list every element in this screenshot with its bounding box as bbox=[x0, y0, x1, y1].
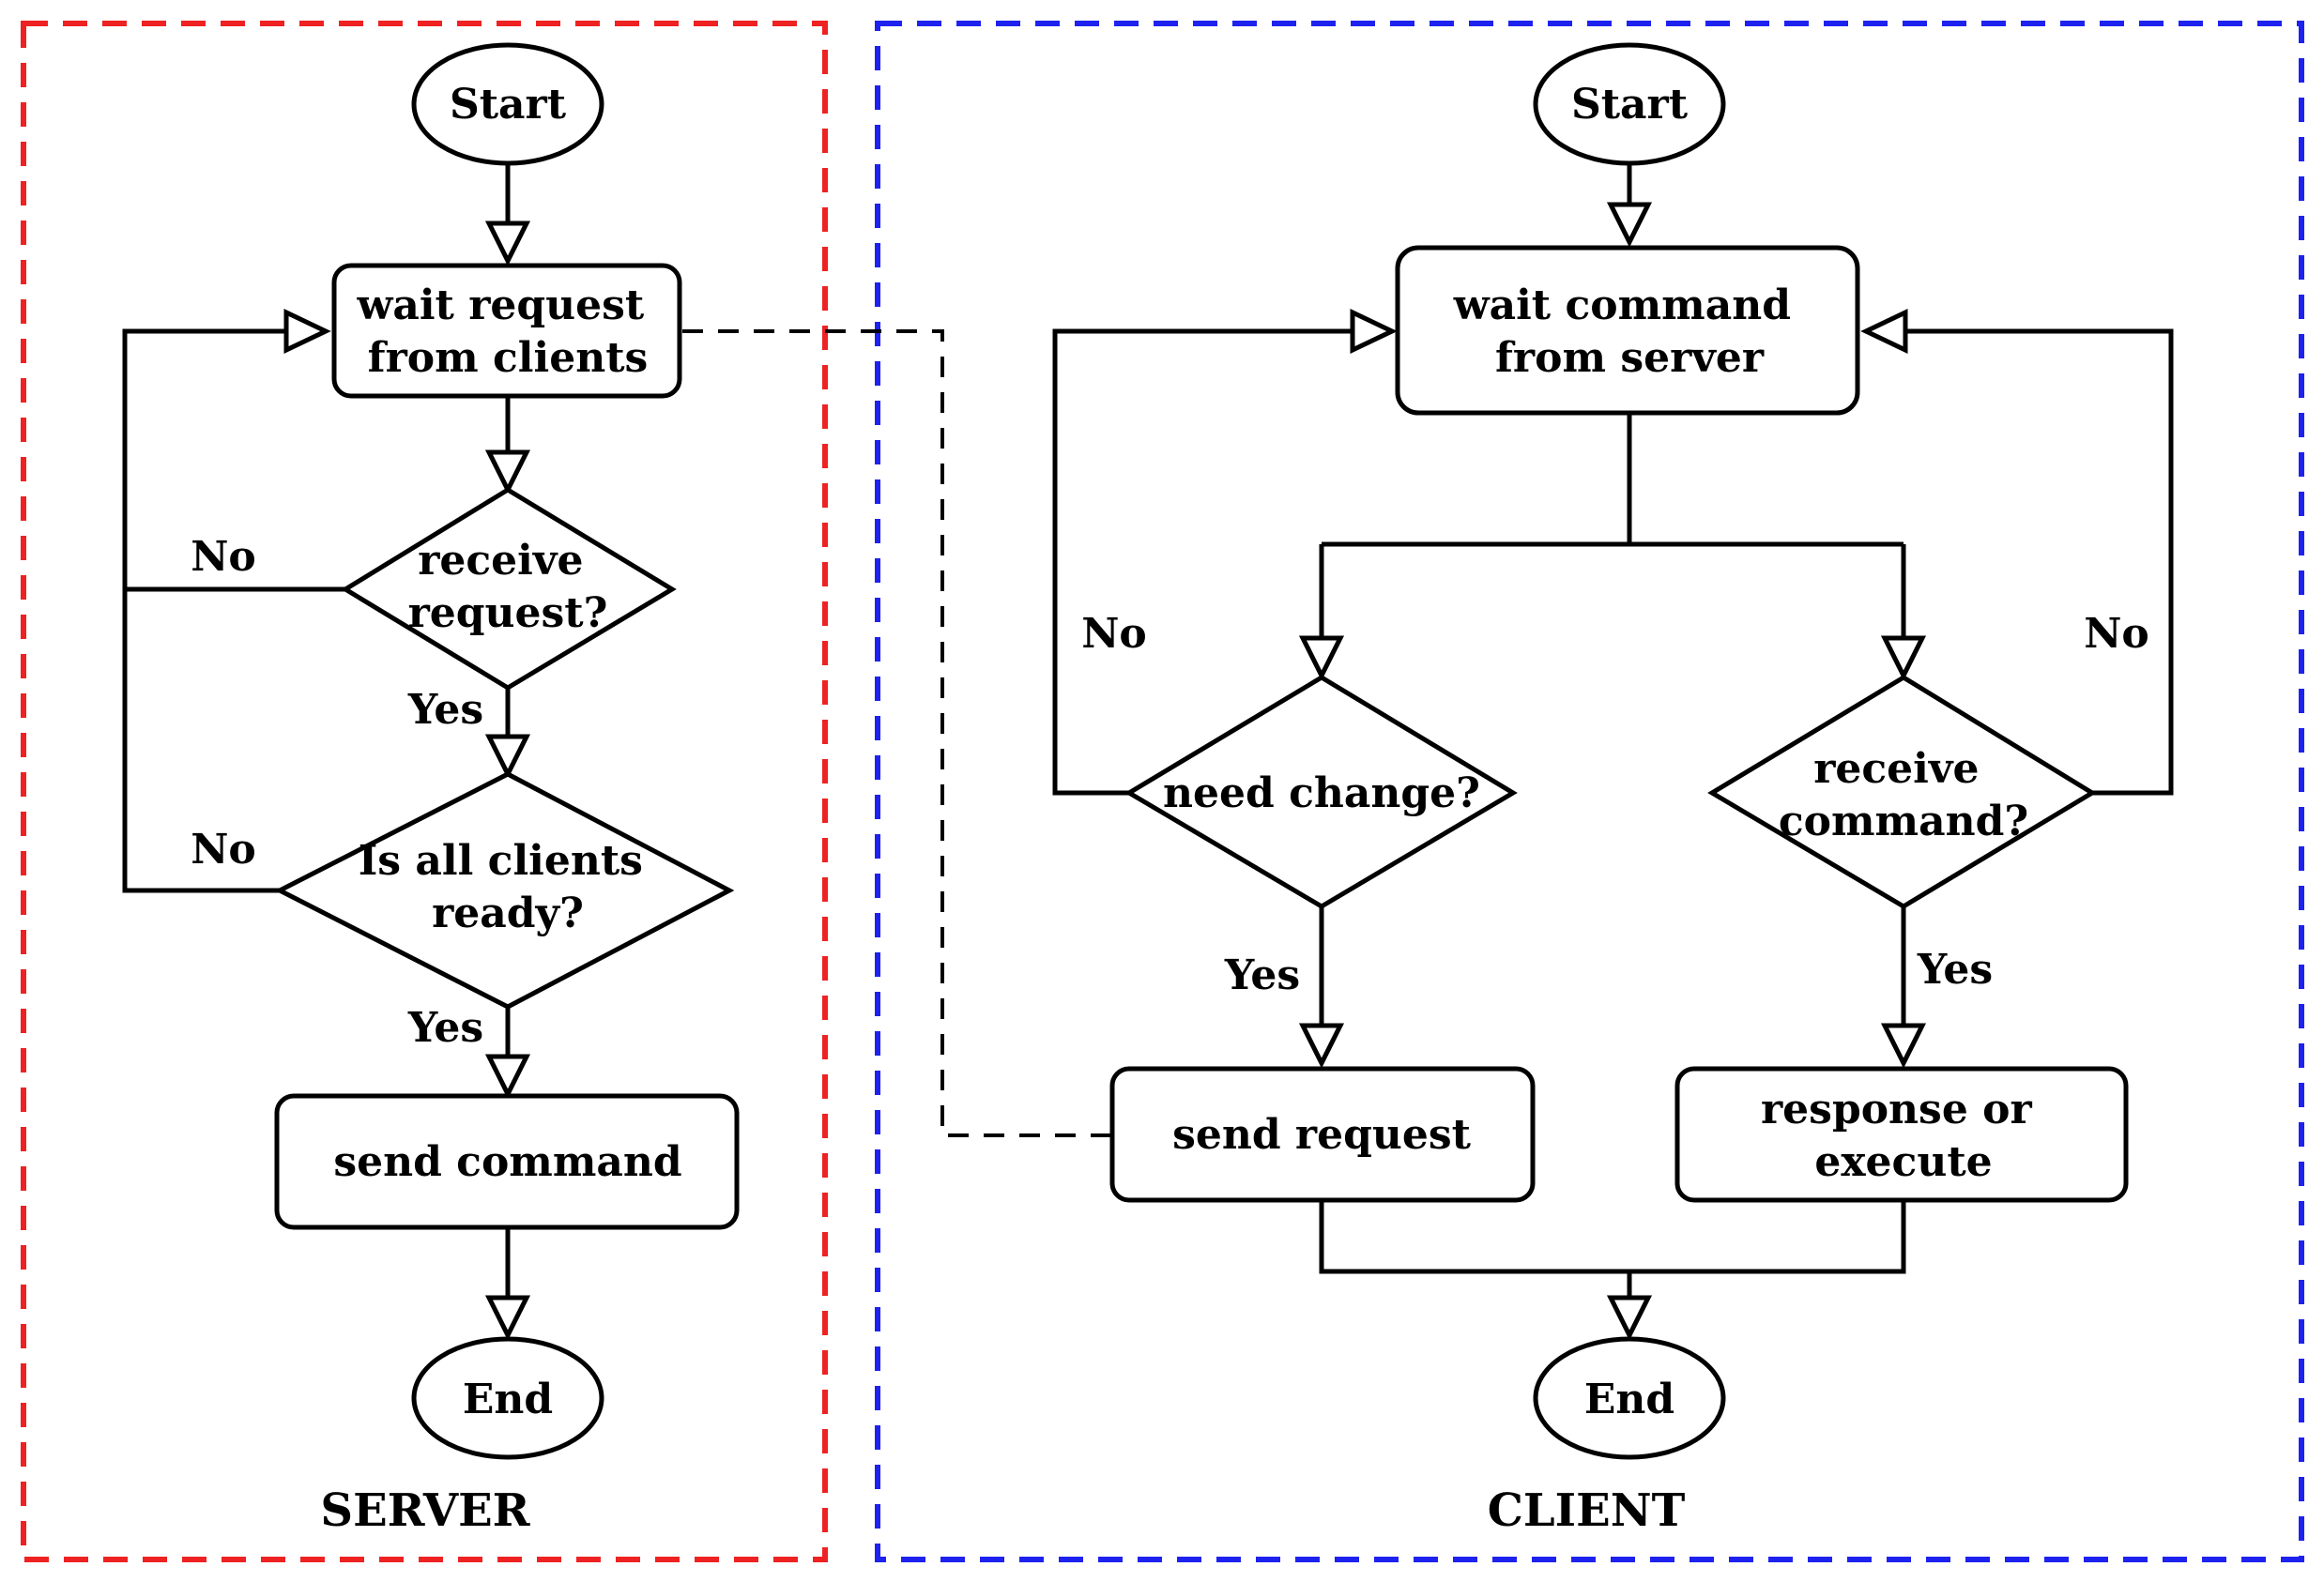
client-send-request-node bbox=[1109, 1066, 1536, 1203]
server-receive-request-label: receive request? bbox=[408, 537, 608, 637]
client-arrow-into-response bbox=[1880, 1023, 1927, 1069]
client-receive-command-label: receive command? bbox=[1779, 745, 2028, 845]
client-receive-command-decision bbox=[1707, 675, 2097, 909]
client-edge-no-right: No bbox=[2084, 610, 2149, 658]
client-wait-command-node bbox=[1395, 245, 1860, 416]
client-loop-left bbox=[1052, 328, 1353, 796]
client-arrow-into-wait bbox=[1606, 202, 1653, 248]
client-edge-yes-left: Yes bbox=[1224, 951, 1300, 999]
client-wait-command-line-2: from server bbox=[1495, 334, 1765, 382]
server-wait-request-label: wait request from clients bbox=[356, 281, 658, 382]
server-edge-no-2: No bbox=[191, 826, 256, 874]
server-edge-no-1: No bbox=[191, 533, 256, 581]
server-arrow-into-ready bbox=[484, 734, 531, 780]
server-send-command-node bbox=[274, 1093, 740, 1230]
server-end-label: End bbox=[463, 1376, 553, 1423]
client-start-label: Start bbox=[1571, 81, 1689, 129]
server-receive-request-line-2: request? bbox=[408, 589, 608, 637]
server-wait-request-line-2: from clients bbox=[368, 334, 649, 382]
client-response-execute-line-1: response or bbox=[1761, 1086, 2032, 1133]
client-wait-command-label: wait command from server bbox=[1453, 281, 1806, 382]
server-arrow-loop-into-wait bbox=[283, 309, 331, 354]
server-edge-yes-2: Yes bbox=[407, 1004, 483, 1052]
server-arrow-into-wait bbox=[484, 221, 531, 266]
server-wait-request-line-1: wait request bbox=[356, 281, 644, 329]
client-edge-yes-right: Yes bbox=[1917, 946, 1993, 994]
server-arrow-into-receive bbox=[484, 449, 531, 495]
client-loop-right bbox=[1905, 328, 2174, 796]
client-edge-split bbox=[1319, 413, 1906, 638]
client-arrow-loop-left bbox=[1350, 309, 1398, 354]
server-client-link bbox=[682, 329, 1111, 1137]
client-arrow-into-receive-command bbox=[1880, 635, 1927, 681]
server-group-label: SERVER bbox=[320, 1484, 530, 1537]
client-receive-command-line-1: receive bbox=[1813, 745, 1979, 793]
server-wait-request-node bbox=[331, 263, 682, 399]
server-receive-request-decision bbox=[341, 487, 677, 691]
server-start-label: Start bbox=[450, 81, 567, 129]
client-send-request-label: send request bbox=[1172, 1111, 1472, 1159]
client-arrow-loop-right bbox=[1860, 309, 1908, 354]
client-arrow-into-send-request bbox=[1298, 1023, 1345, 1069]
client-start-node bbox=[1533, 42, 1726, 166]
client-edge-merge bbox=[1319, 1200, 1906, 1298]
server-start-node bbox=[411, 42, 604, 166]
client-group-label: CLIENT bbox=[1488, 1484, 1686, 1537]
client-end-label: End bbox=[1584, 1376, 1674, 1423]
server-all-ready-line-2: ready? bbox=[432, 890, 584, 937]
server-loop-no-ready bbox=[122, 328, 286, 893]
server-receive-request-line-1: receive bbox=[418, 537, 583, 585]
server-end-node bbox=[411, 1336, 604, 1460]
client-arrow-into-end bbox=[1606, 1295, 1653, 1341]
client-arrow-into-need-change bbox=[1298, 635, 1345, 681]
server-arrow-into-end bbox=[484, 1295, 531, 1341]
client-edge-no-left: No bbox=[1081, 610, 1147, 658]
client-need-change-decision bbox=[1124, 675, 1518, 909]
client-response-execute-line-2: execute bbox=[1814, 1138, 1992, 1186]
server-arrow-into-send bbox=[484, 1054, 531, 1100]
client-receive-command-line-2: command? bbox=[1779, 798, 2028, 845]
server-send-command-label: send command bbox=[333, 1138, 681, 1186]
client-response-execute-label: response or execute bbox=[1761, 1086, 2046, 1186]
client-wait-command-line-1: wait command bbox=[1453, 281, 1791, 329]
client-end-node bbox=[1533, 1336, 1726, 1460]
server-group-frame bbox=[21, 21, 828, 1562]
server-all-ready-decision bbox=[274, 771, 735, 1010]
client-response-execute-node bbox=[1674, 1066, 2129, 1203]
client-need-change-label: need change? bbox=[1163, 769, 1480, 817]
server-edge-yes-1: Yes bbox=[407, 686, 483, 734]
client-group-frame bbox=[875, 21, 2304, 1562]
server-all-ready-line-1: Is all clients bbox=[359, 837, 643, 885]
server-all-ready-label: Is all clients ready? bbox=[359, 837, 658, 937]
